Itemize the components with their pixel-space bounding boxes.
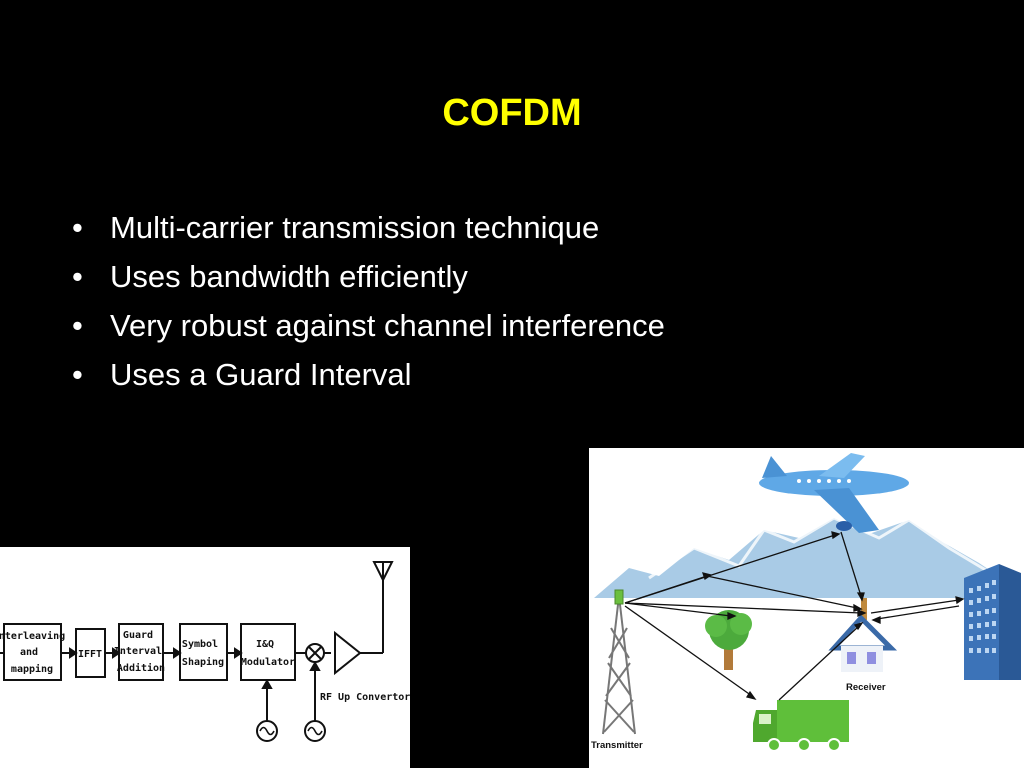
bullet-item: Very robust against channel interference <box>70 301 830 350</box>
house-icon <box>828 598 898 672</box>
block-symbol-shaping <box>179 623 228 681</box>
block-label: Interleaving and mapping <box>0 630 71 675</box>
truck-icon <box>753 700 849 752</box>
antenna-icon <box>372 561 394 583</box>
tower-icon <box>602 589 636 735</box>
block-diagram-figure: Interleaving and mapping IFFT Guard Inte… <box>0 561 410 742</box>
amplifier-icon <box>334 630 362 676</box>
rf-upconverter-label: RF Up Convertor <box>320 692 410 703</box>
block-label: IFFT <box>78 649 102 660</box>
oscillator-icon <box>256 720 278 742</box>
block-label: Guard Interval Addition <box>114 630 168 674</box>
bullet-item: Multi-carrier transmission technique <box>70 203 830 252</box>
oscillator-icon <box>304 720 326 742</box>
bullet-item: Uses a Guard Interval <box>70 350 830 399</box>
receiver-label: Receiver <box>846 682 886 693</box>
block-diagram: Interleaving and mapping IFFT Guard Inte… <box>0 547 410 768</box>
transmitter-label: Transmitter <box>591 740 643 751</box>
tree-icon <box>705 610 752 670</box>
block-label: Symbol Shaping <box>182 639 224 668</box>
bullet-list: Multi-carrier transmission technique Use… <box>70 203 830 399</box>
mixer-icon <box>305 643 325 663</box>
airplane-icon <box>759 453 909 533</box>
channel-scene: Transmitter Receiver <box>589 448 1024 768</box>
bullet-item: Uses bandwidth efficiently <box>70 252 830 301</box>
mountains-icon <box>594 518 1019 598</box>
slide-title: COFDM <box>442 92 582 134</box>
block-label: I&Q Modulator <box>241 639 295 668</box>
channel-scene-figure: Transmitter Receiver <box>591 453 1021 752</box>
block-iq-modulator <box>240 623 296 681</box>
building-icon <box>964 564 1021 680</box>
